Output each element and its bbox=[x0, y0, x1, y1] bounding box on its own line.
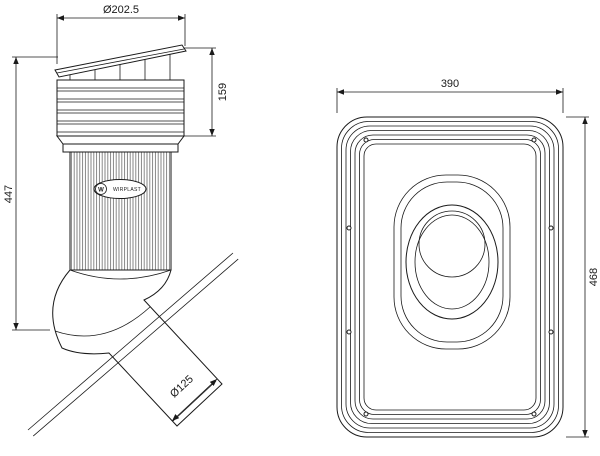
screw-holes bbox=[346, 137, 554, 417]
vent-neck bbox=[56, 135, 185, 153]
roof-plane bbox=[27, 252, 239, 437]
base-plate-boss bbox=[393, 174, 511, 350]
dim-total-height: 447 bbox=[3, 56, 58, 331]
vent-elbow-and-outlet bbox=[52, 269, 223, 427]
brand-logo-mark bbox=[95, 183, 107, 195]
vent-pipe-body: W WIRPLAST bbox=[69, 151, 172, 271]
dim-plate-height-label: 468 bbox=[588, 268, 600, 286]
vent-cap bbox=[54, 44, 187, 80]
brand-logo-text: WIRPLAST bbox=[113, 187, 141, 193]
outlet-opening-outer bbox=[405, 204, 499, 320]
dim-total-height-label: 447 bbox=[3, 185, 15, 203]
outlet-socket-circle bbox=[418, 210, 486, 278]
base-plate-contours bbox=[336, 116, 564, 438]
dim-cap-height-label: 159 bbox=[217, 83, 229, 101]
outlet-opening-inner bbox=[414, 214, 490, 310]
dim-cap-height: 159 bbox=[184, 47, 229, 137]
dim-plate-height: 468 bbox=[566, 116, 600, 438]
brand-logo-badge bbox=[93, 179, 147, 199]
dim-cap-diameter: Ø202.5 bbox=[56, 4, 186, 64]
left-view-vent-elevation: Ø202.5 bbox=[3, 4, 239, 437]
vent-louvers bbox=[56, 79, 185, 137]
dim-cap-diameter-label: Ø202.5 bbox=[103, 4, 139, 16]
dim-plate-width: 390 bbox=[336, 78, 564, 113]
right-view-base-plate: 390 468 bbox=[336, 78, 600, 438]
brand-logo-letter: W bbox=[98, 188, 104, 194]
dim-plate-width-label: 390 bbox=[441, 78, 459, 90]
